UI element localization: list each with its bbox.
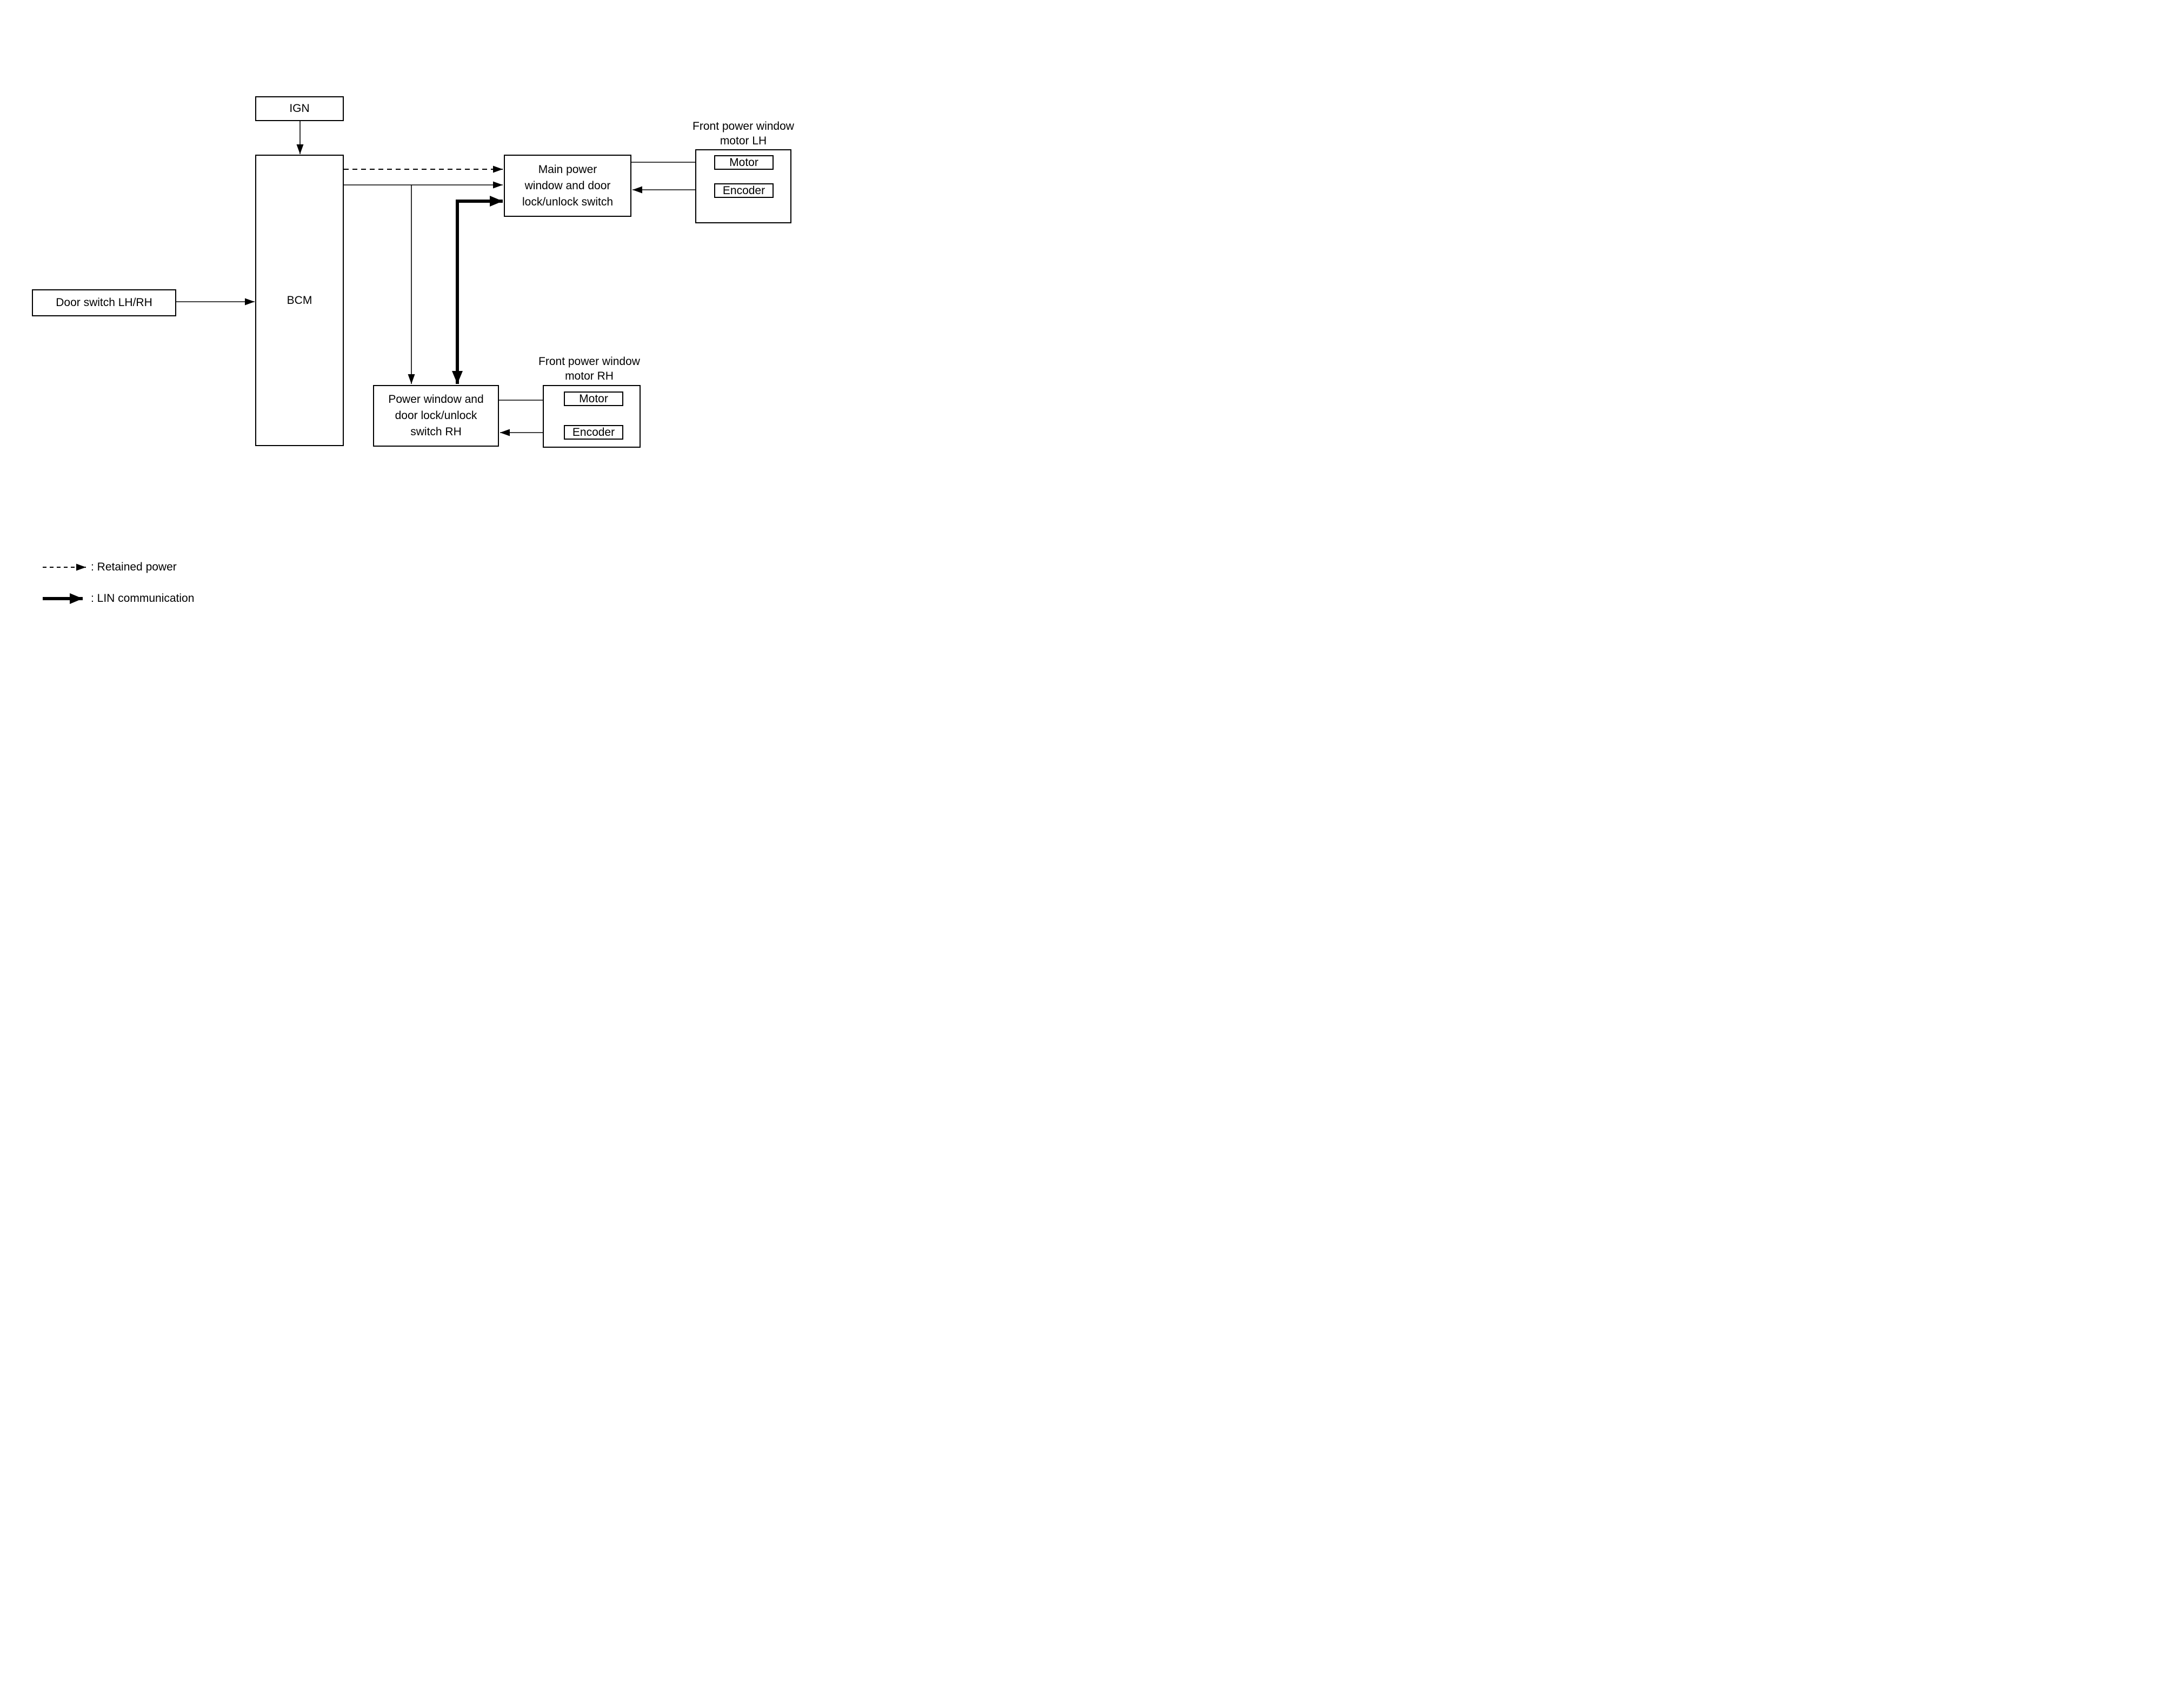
node-switch-rh: Power window and door lock/unlock switch…	[373, 385, 499, 447]
legend-item-lin-communication: : LIN communication	[91, 592, 195, 605]
box-encoder-lh: Encoder	[714, 183, 774, 198]
node-ign-label: IGN	[289, 102, 310, 115]
node-bcm: BCM	[255, 155, 344, 446]
node-main-switch: Main power window and door lock/unlock s…	[504, 155, 631, 217]
box-encoder-rh: Encoder	[564, 425, 623, 440]
group-motor-lh-title-line1: Front power window	[693, 120, 794, 132]
node-main-switch-label-line1: Main power	[538, 163, 597, 176]
node-main-switch-label: Main power window and door lock/unlock s…	[505, 162, 630, 210]
group-motor-rh-title-line1: Front power window	[538, 355, 640, 368]
group-motor-lh-title-line2: motor LH	[720, 135, 767, 147]
box-encoder-lh-label: Encoder	[722, 184, 765, 197]
node-door-switch-label: Door switch LH/RH	[56, 296, 152, 309]
legend-item-retained-power: : Retained power	[91, 561, 177, 573]
connector-layer	[43, 121, 774, 604]
group-motor-lh-title: Front power window motor LH	[678, 119, 808, 148]
node-switch-rh-label: Power window and door lock/unlock switch…	[374, 391, 498, 440]
node-switch-rh-label-line2: door lock/unlock	[395, 409, 477, 422]
group-motor-rh-title-line2: motor RH	[565, 370, 614, 382]
group-motor-rh-title: Front power window motor RH	[524, 354, 654, 383]
box-motor-lh-label: Motor	[729, 156, 758, 169]
node-switch-rh-label-line1: Power window and	[388, 393, 484, 406]
box-motor-lh: Motor	[714, 155, 774, 170]
diagram-canvas: IGN BCM Door switch LH/RH Main power win…	[0, 0, 819, 637]
node-main-switch-label-line2: window and door	[524, 179, 611, 192]
node-bcm-label: BCM	[287, 294, 312, 307]
box-motor-rh: Motor	[564, 391, 623, 406]
node-main-switch-label-line3: lock/unlock switch	[522, 195, 614, 208]
box-encoder-rh-label: Encoder	[572, 426, 615, 439]
node-door-switch: Door switch LH/RH	[32, 289, 176, 316]
node-ign: IGN	[255, 96, 344, 121]
node-switch-rh-label-line3: switch RH	[410, 426, 462, 438]
box-motor-rh-label: Motor	[579, 392, 608, 405]
